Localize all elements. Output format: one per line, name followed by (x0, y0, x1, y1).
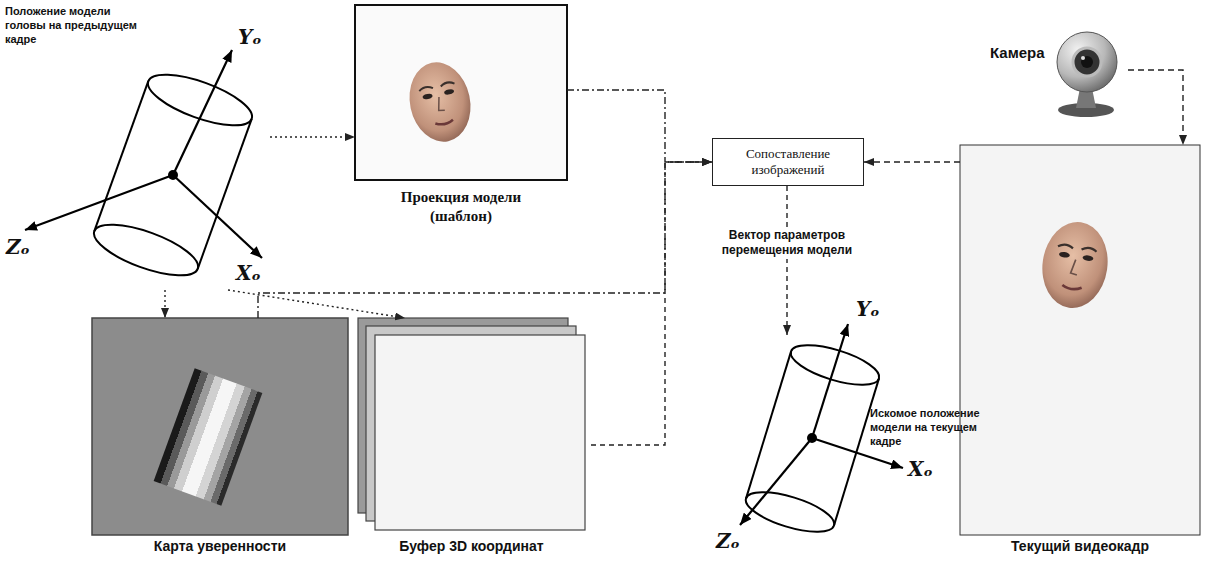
axes (25, 50, 262, 258)
node-text: Карта уверенности (92, 538, 348, 556)
camera-icon (1057, 32, 1117, 117)
node-text: Сопоставление изображений (718, 146, 858, 179)
axis-label: Xₒ (908, 458, 933, 481)
connector (270, 136, 355, 137)
node-text: Положение модели головы на предыдущем ка… (5, 5, 147, 46)
connector (567, 90, 712, 162)
confidence-map: Карта уверенности (92, 318, 354, 558)
connector (786, 186, 787, 335)
video-frame-image (960, 145, 1200, 535)
camera-node: Камера (985, 30, 1128, 118)
connector (591, 162, 712, 445)
connector (1128, 70, 1183, 145)
axis-label: Xₒ (236, 262, 261, 285)
connector (228, 290, 405, 318)
connector (164, 290, 165, 318)
axis-label: Zₒ (6, 236, 30, 259)
video-frame: Текущий видеокадр (960, 145, 1206, 560)
connector (864, 161, 960, 162)
axis-label: Yₒ (856, 298, 880, 321)
template-image (355, 5, 567, 180)
node-text: Камера (990, 44, 1058, 63)
node-text: Текущий видеокадр (960, 538, 1200, 556)
axis-label: Yₒ (238, 26, 262, 49)
axis-label: Zₒ (716, 530, 740, 553)
target-cylinder (742, 337, 884, 540)
connector (258, 162, 712, 318)
coordinate-buffer: Буфер 3D координат (358, 318, 591, 558)
buffer-stack (358, 318, 585, 530)
target-cylinder-node: Искомое положение модели на текущем кадр… (720, 335, 1004, 548)
node-text: Искомое положение модели на текущем кадр… (870, 407, 998, 448)
node-text: Проекция модели (шаблон) (386, 188, 536, 226)
process-box: Сопоставление изображений (712, 138, 864, 186)
head-model-cylinder: Положение модели головы на предыдущем ка… (5, 5, 270, 290)
head-cylinder (88, 64, 258, 285)
template-frame: Проекция модели (шаблон) (355, 5, 567, 230)
edge-label: Вектор параметров перемещения модели (709, 227, 865, 259)
node-text: Буфер 3D координат (358, 538, 585, 556)
confidence-map-image (92, 318, 348, 535)
